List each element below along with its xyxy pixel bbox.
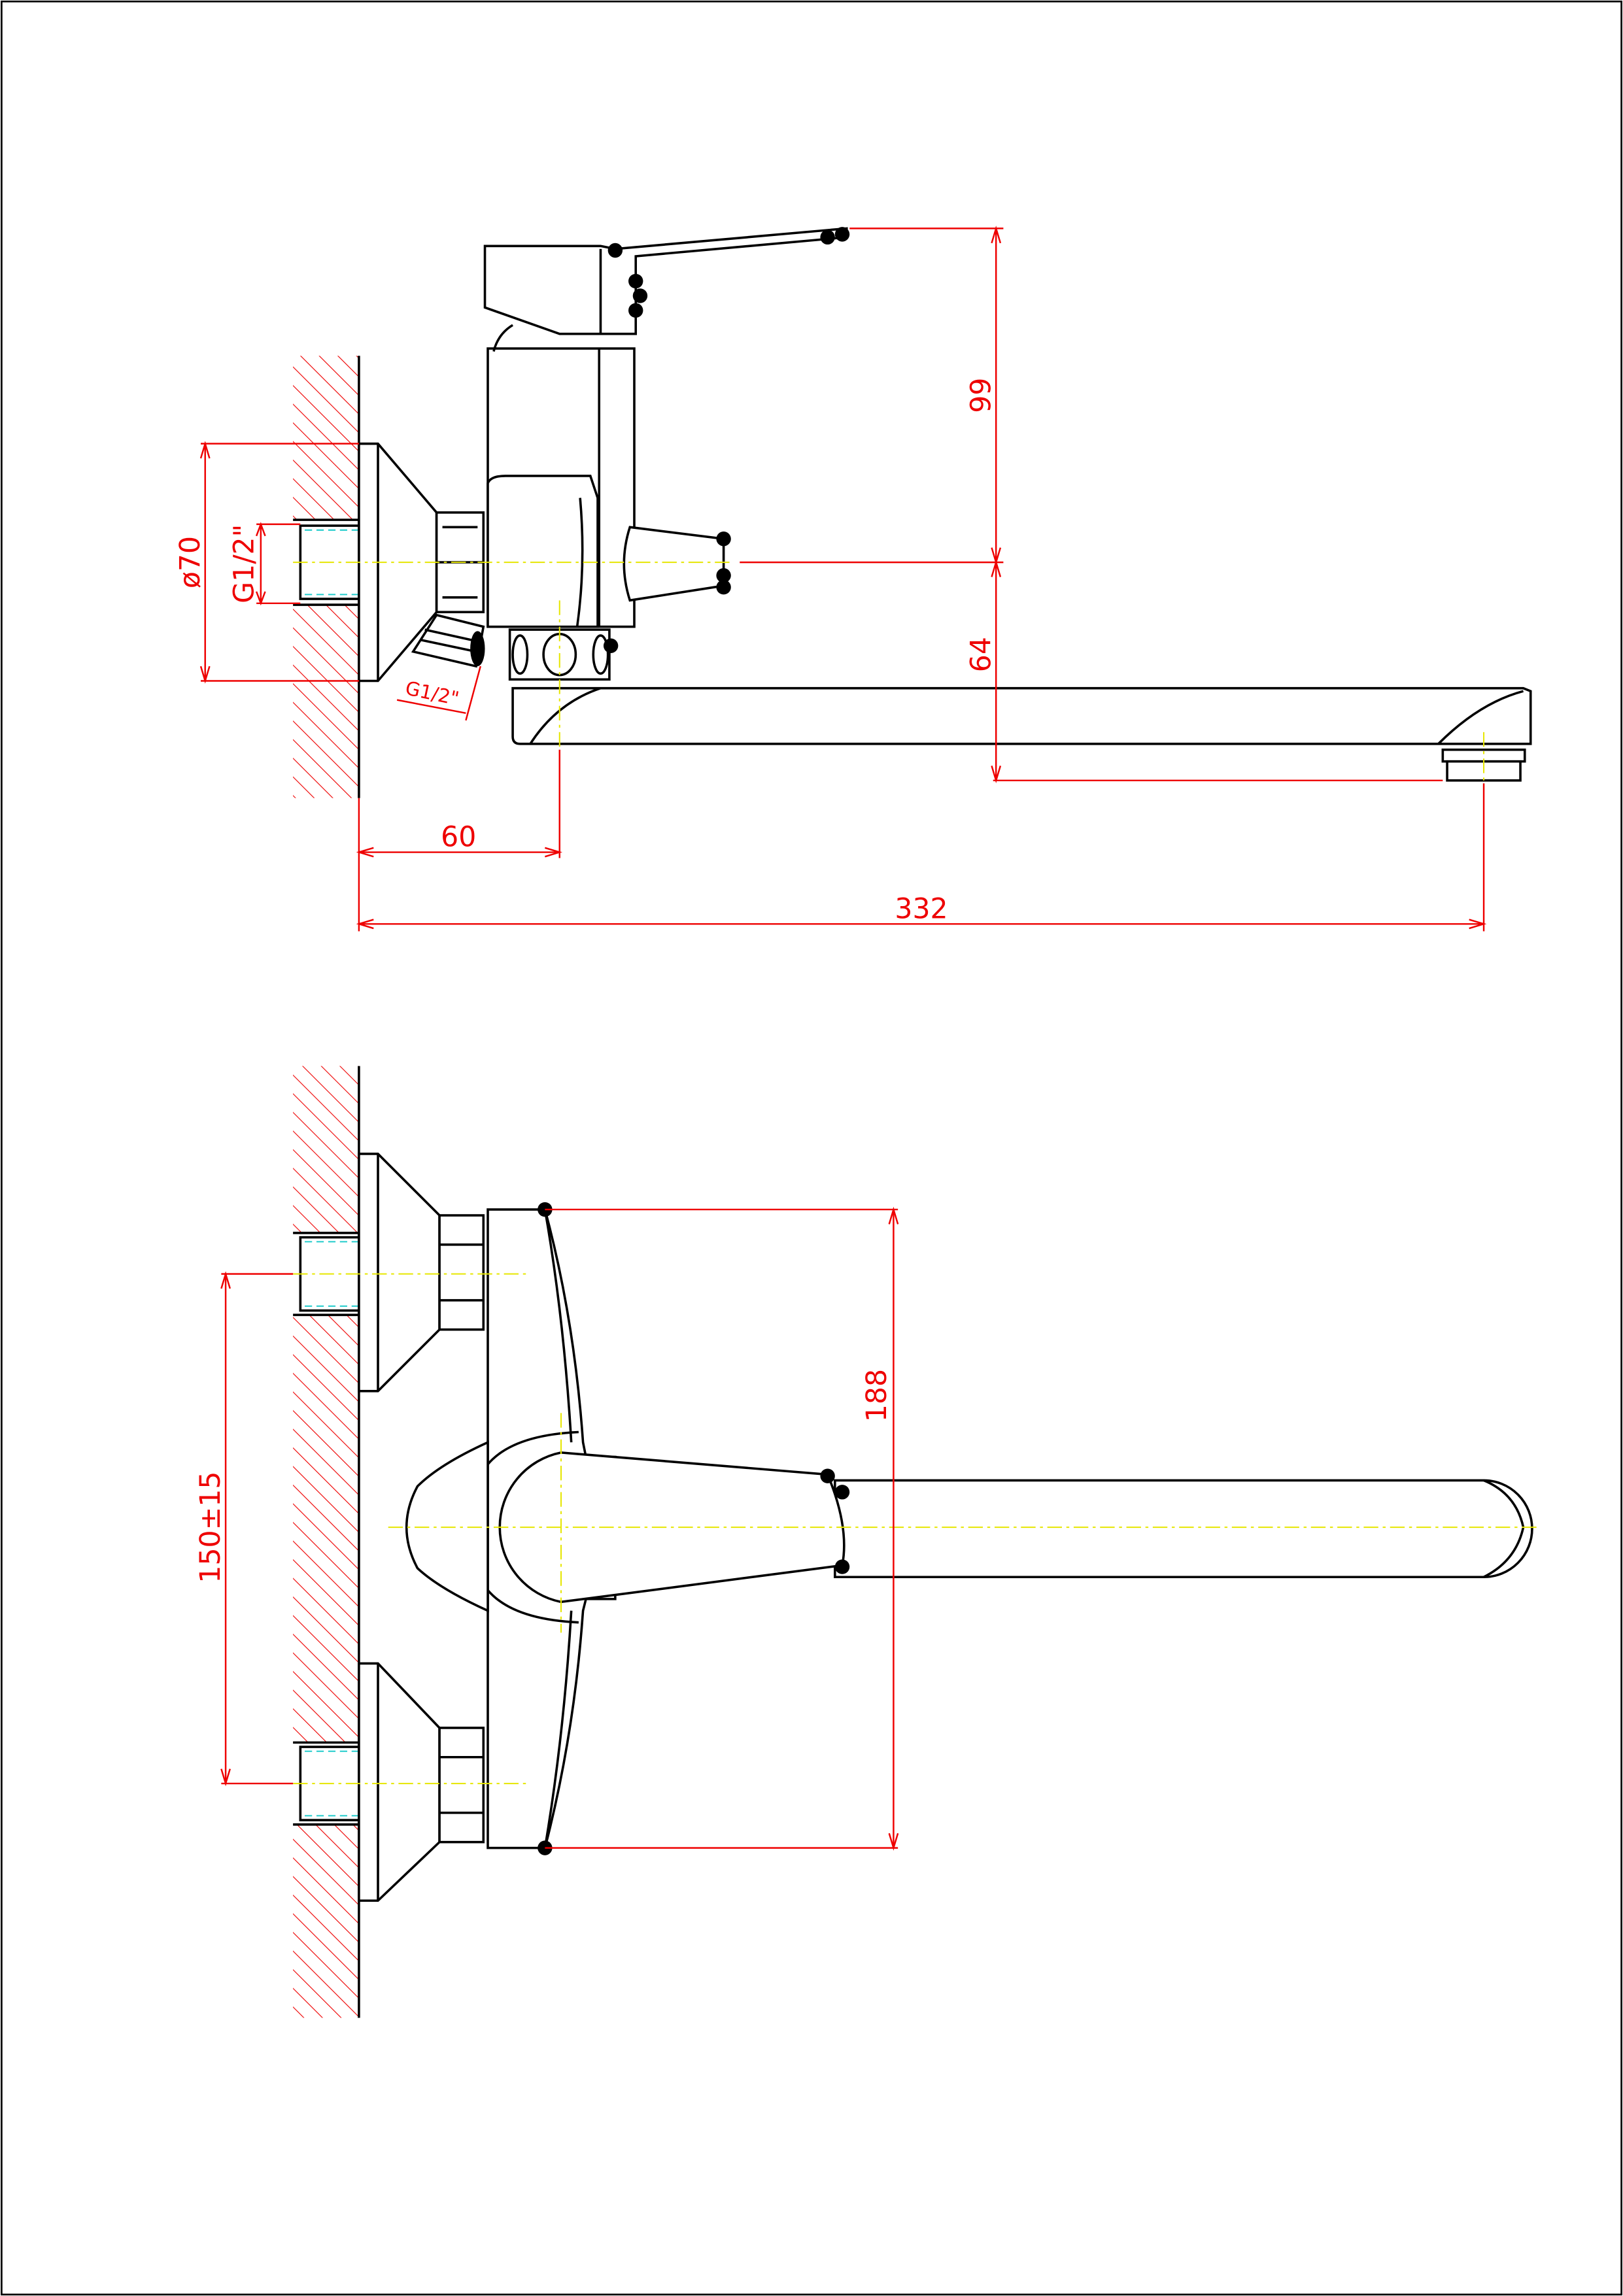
dim-99-label: 99 [965,378,997,413]
top-view: 188 150±15 [195,1066,1538,2018]
dim-188-label: 188 [861,1369,893,1422]
centerlines [293,562,1485,791]
inlet-upper [299,1153,485,1393]
dimensions-top: 188 150±15 [195,1206,899,1851]
wall-hatch-top-view [293,1066,360,2018]
dim-outlet-thread-label: G1/2" [403,677,461,709]
dim-64-label: 64 [965,637,997,672]
dim-150-label: 150±15 [195,1472,227,1583]
spout [511,686,1532,782]
centerlines-top [293,1273,1538,1785]
dim-60-label: 60 [441,822,476,854]
outlet-thread [411,613,485,668]
dim-wall-thread-label: G1/2" [229,524,261,603]
lever-handle [483,227,850,352]
inlet-lower [299,1662,485,1902]
spout-top [834,1479,1533,1579]
mixer-body [487,347,731,681]
dim-flange-diameter-label: ø70 [175,536,207,588]
side-view: 99 64 ø70 G1/2" G1/2" 60 332 [175,226,1532,932]
dim-332-label: 332 [895,893,948,925]
wall-hatch [293,356,360,798]
